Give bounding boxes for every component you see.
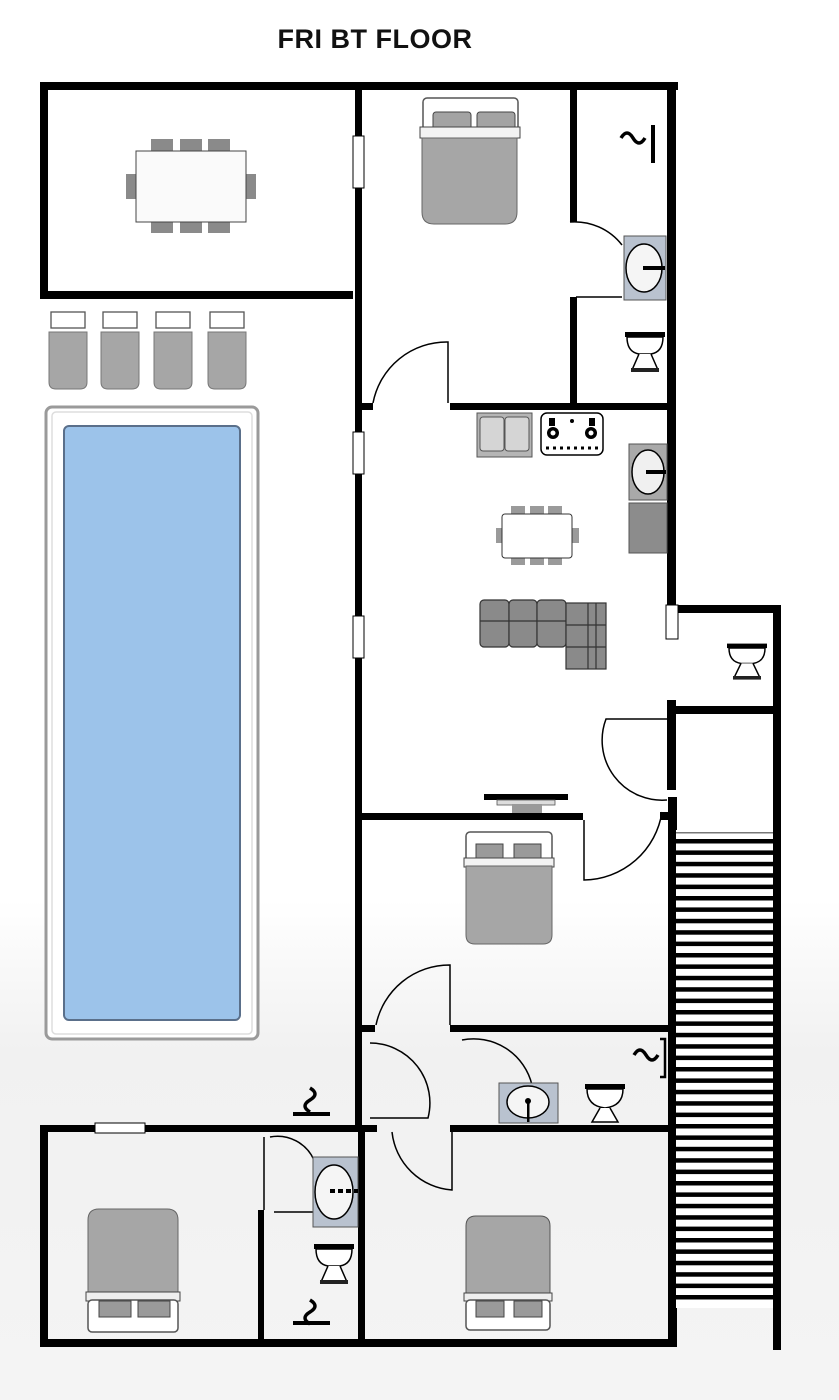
stair-tread — [676, 1021, 773, 1026]
master-bed — [419, 97, 521, 225]
stair-tread — [676, 1192, 773, 1197]
stair-tread — [676, 998, 773, 1004]
stair-tread — [676, 1181, 773, 1186]
shower-icon — [303, 1086, 317, 1114]
stair-tread — [676, 930, 773, 935]
stair-tread — [676, 1249, 773, 1254]
stair-tread — [676, 1295, 773, 1300]
stair-tread — [676, 1238, 773, 1243]
toilet-icon — [624, 331, 666, 373]
shower-icon — [619, 125, 655, 163]
stair-tread — [676, 1146, 773, 1152]
stair-tread — [676, 1226, 773, 1232]
toilet-icon — [726, 642, 768, 681]
stair-tread — [676, 1169, 773, 1175]
sink-icon — [623, 235, 667, 301]
stair-tread — [676, 1112, 773, 1118]
stair-tread — [676, 907, 773, 912]
stair-tread — [676, 964, 773, 969]
doors[interactable] — [263, 221, 668, 1213]
shower-icon — [632, 1037, 667, 1079]
stair-tread — [676, 1283, 773, 1289]
stair-tread — [676, 1203, 773, 1209]
toilet-icon — [313, 1243, 355, 1285]
sink-icon — [498, 1082, 559, 1124]
stair-tread — [676, 1135, 773, 1140]
stair-tread — [676, 1089, 773, 1095]
bedroom-3-bed — [85, 1208, 181, 1333]
stair-tread — [676, 1272, 773, 1277]
stair-tread — [676, 896, 773, 901]
stair-tread — [676, 918, 773, 924]
stair-tread — [676, 1010, 773, 1015]
stair-tread — [676, 941, 773, 947]
stair-tread — [676, 850, 773, 855]
shower-base — [293, 1321, 330, 1325]
dining-table-8-seat — [126, 139, 256, 233]
stair-tread — [676, 975, 773, 981]
dining-table-6-seat — [496, 506, 579, 565]
sun-loungers — [48, 311, 247, 390]
l-sofa — [479, 599, 607, 670]
floor-title: FRI BT FLOOR — [277, 24, 473, 54]
stair-top-edge — [676, 832, 773, 834]
stair-tread — [676, 1215, 773, 1220]
bedroom-4-bed — [463, 1215, 553, 1331]
stair-tread — [676, 839, 773, 844]
sink-icon — [312, 1156, 359, 1228]
stair-tread — [676, 1124, 773, 1129]
stair-tread — [676, 1044, 773, 1049]
windows — [94, 135, 679, 1134]
stair-tread — [676, 1260, 773, 1266]
stair-tread — [676, 1078, 773, 1083]
tv-console — [484, 794, 568, 813]
stair-tread — [676, 1067, 773, 1072]
stove — [540, 412, 604, 456]
stair-tread — [676, 987, 773, 992]
pool — [44, 405, 260, 1041]
stair-tread — [676, 1055, 773, 1061]
stair-tread — [676, 953, 773, 958]
stair-tread — [676, 1158, 773, 1163]
stair-tread — [676, 873, 773, 878]
double-sink — [476, 412, 533, 458]
stair-tread — [676, 884, 773, 890]
stair-tread — [676, 1032, 773, 1038]
walls — [40, 82, 781, 1350]
kitchen-sink — [628, 443, 668, 554]
toilet-icon — [585, 1084, 625, 1123]
shower-icon — [303, 1298, 317, 1326]
bedroom-2-bed — [463, 831, 555, 945]
stair-tread — [676, 861, 773, 867]
stairs — [676, 830, 773, 1308]
shower-base — [293, 1112, 330, 1116]
stair-tread — [676, 1101, 773, 1106]
